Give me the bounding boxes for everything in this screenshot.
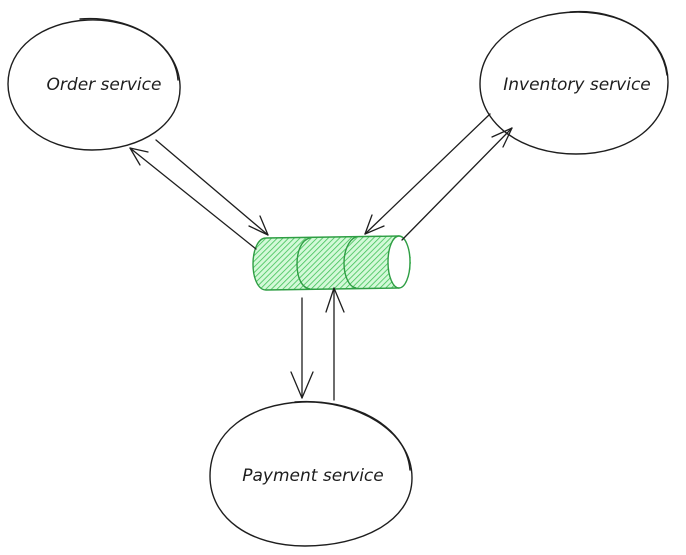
order-service-node[interactable]: Order service (7, 17, 181, 151)
arrow-queue-to-order-head (129, 147, 149, 166)
arrow-queue-to-order[interactable] (129, 147, 257, 250)
inventory-service-node[interactable]: Inventory service (479, 10, 669, 155)
order-service-label: Order service (47, 75, 162, 95)
payment-service-ellipse-overstroke (294, 400, 411, 471)
arrow-queue-to-payment-head (290, 371, 314, 399)
arrow-payment-to-queue-head (325, 287, 345, 313)
arrow-queue-to-order-line (129, 147, 257, 250)
arrow-inventory-to-queue-line (364, 113, 491, 235)
arrow-queue-to-inventory-line (401, 127, 513, 241)
queue-outline (252, 235, 400, 291)
arrow-order-to-queue-line (155, 139, 269, 236)
arrow-inventory-to-queue[interactable] (364, 113, 491, 235)
queue-end-cap (387, 235, 411, 289)
message-queue-icon[interactable] (252, 235, 411, 291)
arrow-queue-to-inventory-head (491, 127, 513, 148)
order-service-ellipse-overstroke (79, 17, 179, 81)
arrow-queue-to-payment[interactable] (290, 297, 314, 399)
edges (129, 113, 513, 401)
inventory-service-label: Inventory service (503, 75, 651, 95)
arrow-order-to-queue[interactable] (155, 139, 269, 236)
queue-body (253, 236, 411, 290)
arrow-order-to-queue-head (248, 215, 269, 236)
payment-service-label: Payment service (242, 466, 384, 486)
queue-segment-divider-2 (343, 236, 357, 289)
arrow-inventory-to-queue-head (364, 214, 385, 235)
payment-service-node[interactable]: Payment service (209, 400, 413, 547)
inventory-service-ellipse-overstroke (569, 10, 668, 76)
arrow-payment-to-queue[interactable] (325, 287, 345, 401)
arrow-queue-to-inventory[interactable] (401, 127, 513, 241)
queue-segment-divider-1 (296, 237, 311, 290)
